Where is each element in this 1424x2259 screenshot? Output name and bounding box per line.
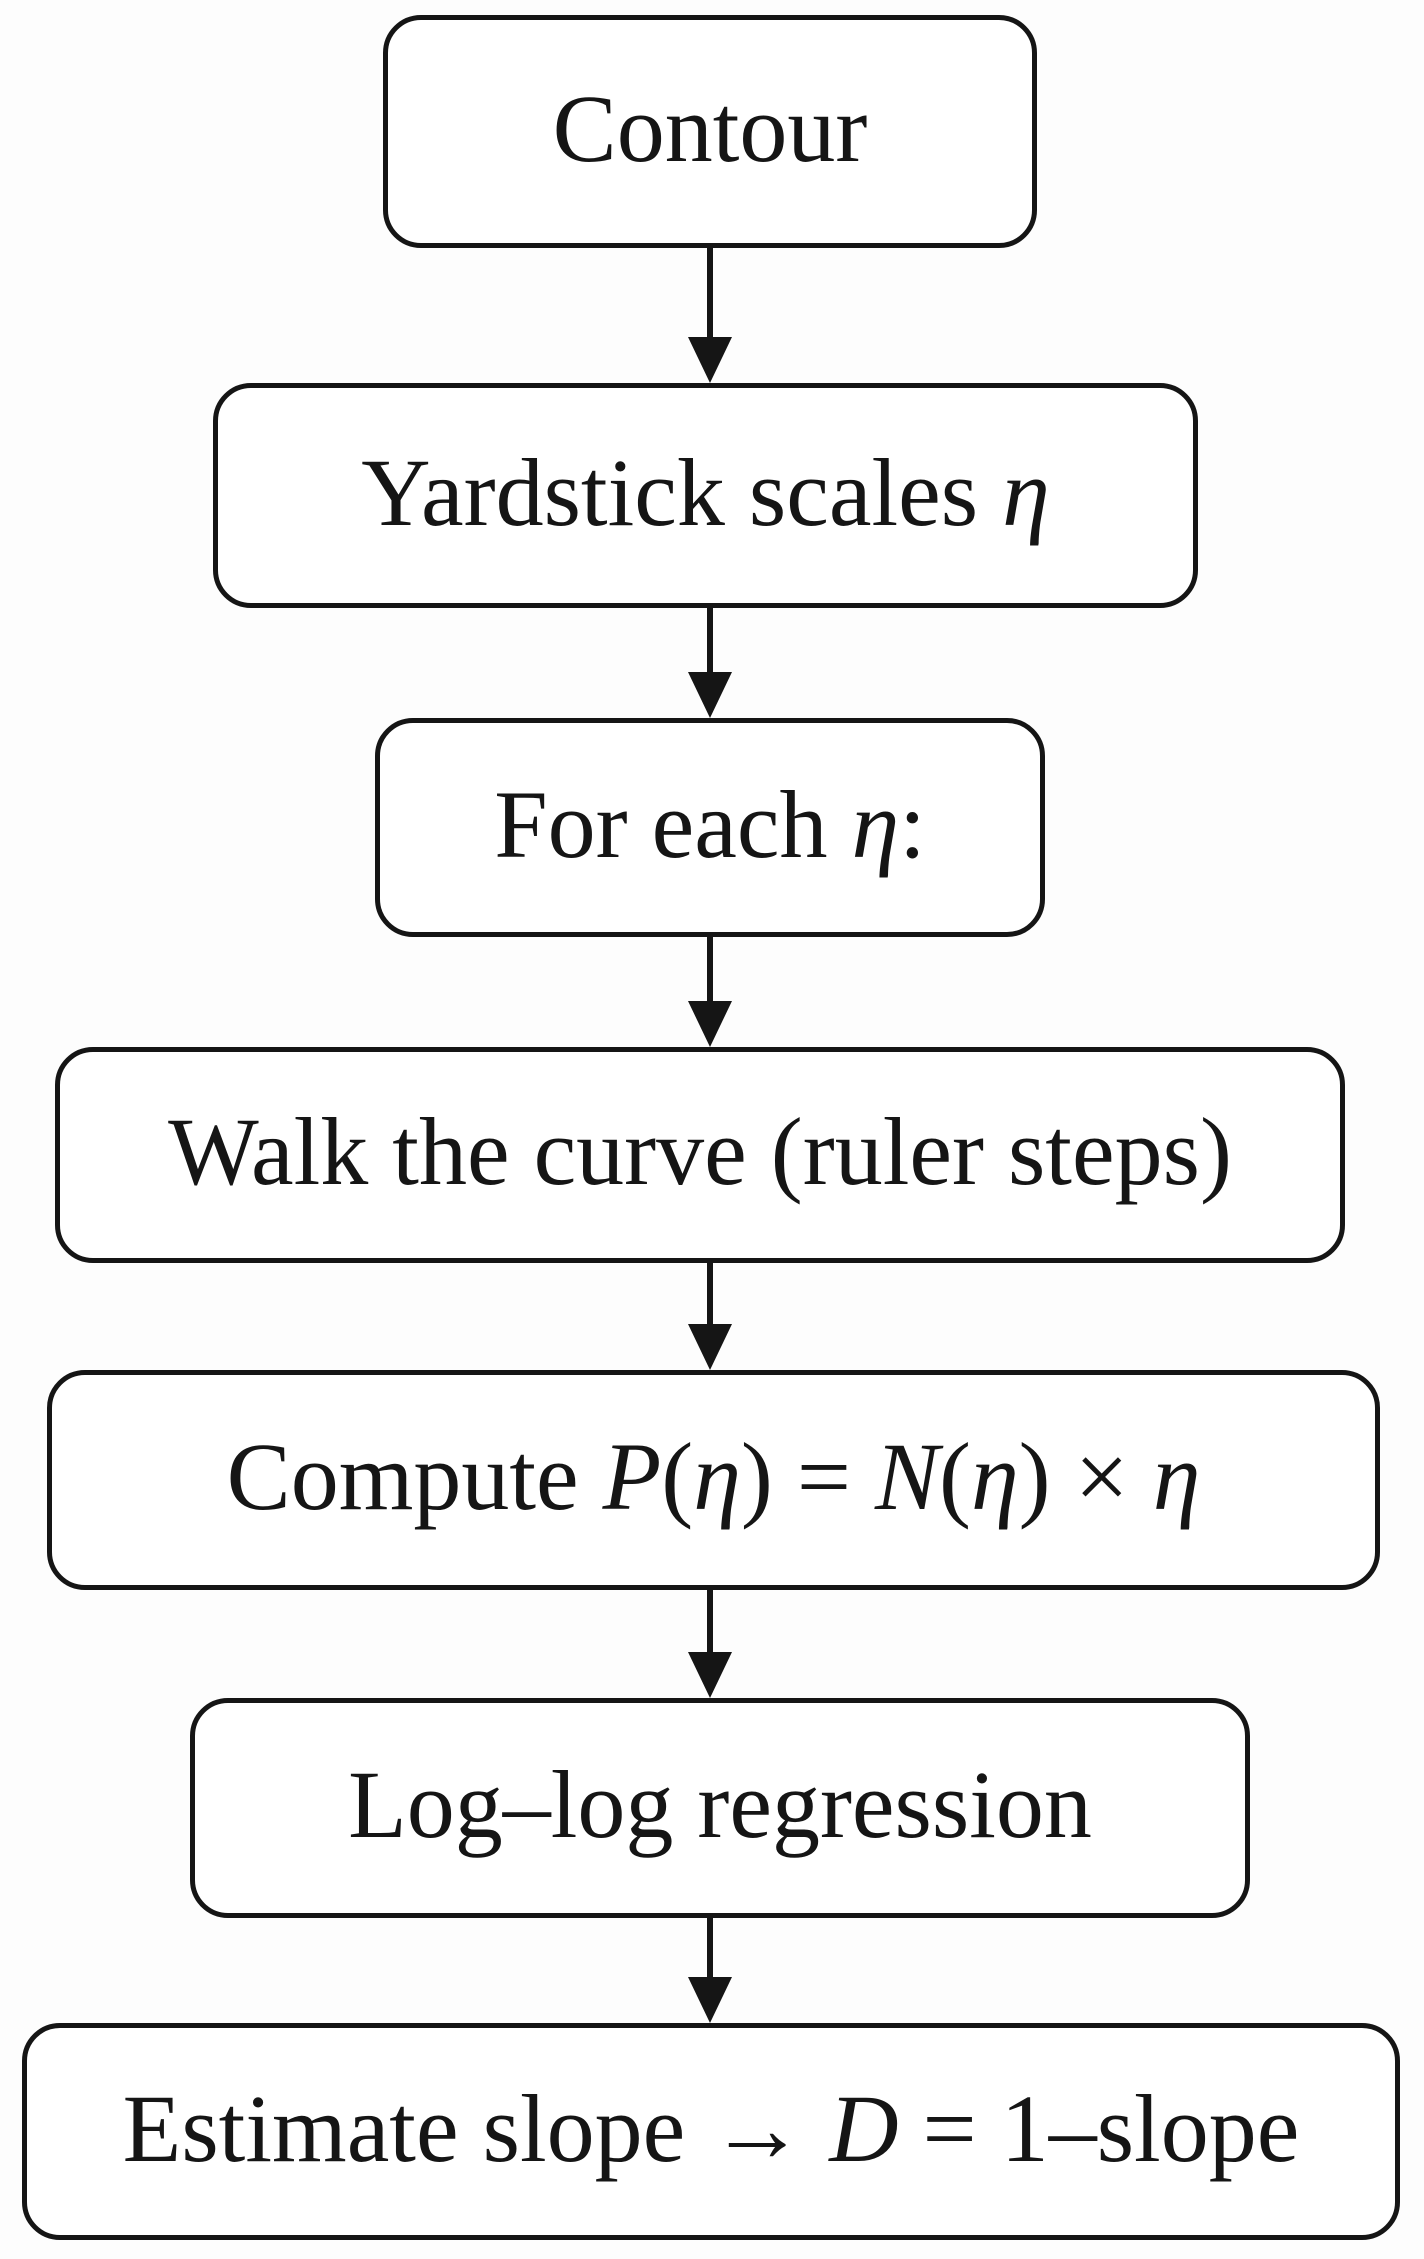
down-arrow-icon — [688, 1263, 732, 1370]
flow-node-for-each-eta: For each η: — [375, 718, 1045, 937]
arrow-stem — [707, 608, 713, 678]
down-arrow-icon — [688, 1918, 732, 2023]
down-arrow-icon — [688, 1590, 732, 1698]
flow-node-loglog-regression: Log–log regression — [190, 1698, 1250, 1918]
arrowhead-icon — [688, 1652, 732, 1698]
arrowhead-icon — [688, 1001, 732, 1047]
arrow-stem — [707, 937, 713, 1007]
flow-node-compute-p: Compute P(η) = N(η) × η — [47, 1370, 1380, 1590]
flow-node-label: Contour — [552, 74, 868, 182]
flow-node-yardstick-scales: Yardstick scales η — [213, 383, 1198, 608]
flow-node-label: For each η: — [494, 770, 926, 878]
down-arrow-icon — [688, 608, 732, 718]
down-arrow-icon — [688, 248, 732, 383]
arrow-stem — [707, 1590, 713, 1658]
flow-node-label: Compute P(η) = N(η) × η — [226, 1423, 1201, 1530]
flow-node-label: Yardstick scales η — [361, 438, 1050, 546]
arrow-stem — [707, 248, 713, 343]
down-arrow-icon — [688, 937, 732, 1047]
flow-node-label: Estimate slope → D = 1–slope — [122, 2074, 1300, 2182]
arrowhead-icon — [688, 672, 732, 718]
flow-node-contour: Contour — [383, 15, 1037, 248]
arrow-stem — [707, 1918, 713, 1983]
arrowhead-icon — [688, 1977, 732, 2023]
flow-node-estimate-slope: Estimate slope → D = 1–slope — [22, 2023, 1400, 2240]
flow-node-label: Walk the curve (ruler steps) — [168, 1098, 1232, 1205]
flow-node-label: Log–log regression — [348, 1751, 1092, 1858]
flow-node-walk-curve: Walk the curve (ruler steps) — [55, 1047, 1345, 1263]
arrowhead-icon — [688, 337, 732, 383]
arrowhead-icon — [688, 1324, 732, 1370]
arrow-stem — [707, 1263, 713, 1330]
